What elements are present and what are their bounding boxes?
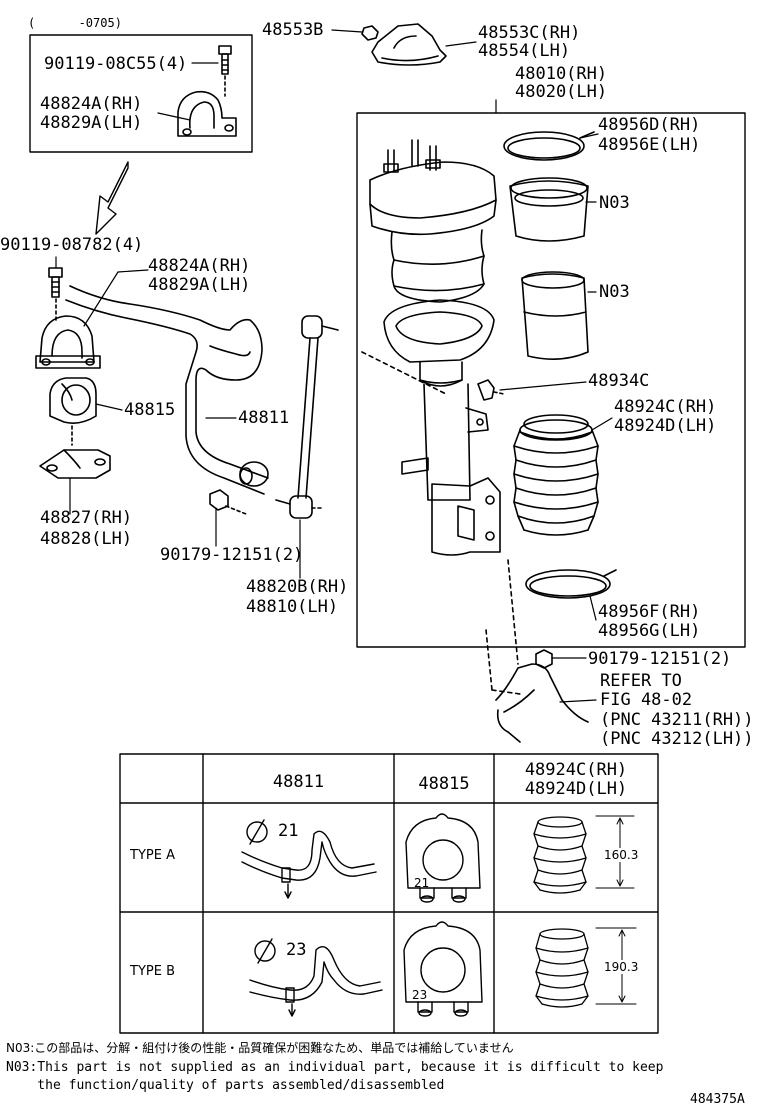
hose-clamp-icon xyxy=(525,569,617,599)
inset-box xyxy=(29,34,253,153)
callout-48924c: 48924C(RH) xyxy=(614,397,717,417)
bushing-size-type-b: 23 xyxy=(412,988,428,1002)
lower-bracket-icon xyxy=(39,449,111,479)
bushing-size-type-a: 21 xyxy=(414,876,430,890)
callout-48827: 48827(RH) xyxy=(40,508,133,528)
refer-line-2: FIG 48-02 xyxy=(600,690,693,710)
bellows-boot-icon xyxy=(535,927,637,1008)
stabilizer-bar-icon xyxy=(249,938,383,1017)
callout-90179-link: 90179-12151(2) xyxy=(160,545,304,565)
stabilizer-bar-icon xyxy=(241,819,377,899)
variant-table xyxy=(119,753,659,1034)
shock-absorber-icon xyxy=(369,139,501,556)
upper-support-icon xyxy=(371,23,447,66)
callout-48829a: 48829A(LH) xyxy=(148,275,251,295)
lower-arm-icon xyxy=(495,663,589,743)
nut-icon xyxy=(361,25,379,41)
stabilizer-bar-icon xyxy=(65,285,269,495)
bellows-boot-icon xyxy=(513,414,599,536)
callout-48956e: 48956E(LH) xyxy=(598,135,701,155)
table-header-48924d: 48924D(LH) xyxy=(524,779,628,799)
refer-line-3: (PNC 43211(RH)) xyxy=(600,710,754,730)
callout-48811: 48811 xyxy=(238,408,290,428)
row-label-type-a: TYPE A xyxy=(130,848,175,863)
bracket-icon xyxy=(177,90,237,137)
figure-id: 484375A xyxy=(690,1092,745,1107)
callout-48553c: 48553C(RH) xyxy=(478,23,581,43)
row-label-type-b: TYPE B xyxy=(130,964,175,979)
callout-48553b: 48553B xyxy=(262,20,324,40)
callout-n03-upper: N03 xyxy=(599,193,630,213)
production-date-note: ( -0705) xyxy=(28,16,122,30)
table-header-48811: 48811 xyxy=(272,772,325,792)
bolt-icon xyxy=(218,45,232,97)
table-header-48924c: 48924C(RH) xyxy=(524,760,628,780)
note-english-line-2: the function/quality of parts assembled/… xyxy=(6,1078,445,1093)
length-type-b: 190.3 xyxy=(604,960,639,974)
table-header-48815: 48815 xyxy=(418,774,470,794)
callout-48956g: 48956G(LH) xyxy=(598,621,701,641)
callout-48924d: 48924D(LH) xyxy=(614,416,717,436)
bushing-icon xyxy=(405,813,481,903)
diameter-type-a: 21 xyxy=(278,821,299,841)
refer-line-1: REFER TO xyxy=(600,671,682,691)
note-english-line-1: N03:This part is not supplied as an indi… xyxy=(6,1060,664,1075)
diameter-type-b: 23 xyxy=(286,940,307,960)
callout-48829a-inset: 48829A(LH) xyxy=(40,113,143,133)
strut-assembly-box xyxy=(356,112,746,648)
callout-48820b: 48820B(RH) xyxy=(246,577,349,597)
callout-48020: 48020(LH) xyxy=(515,82,608,102)
callout-48554: 48554(LH) xyxy=(478,41,571,61)
callout-90179-arm: 90179-12151(2) xyxy=(588,649,732,669)
dust-cover-icon xyxy=(509,177,589,242)
stabilizer-bracket-icon xyxy=(35,315,101,369)
callout-90119-08782: 90119-08782(4) xyxy=(0,235,144,255)
nut-icon xyxy=(209,489,247,515)
callout-48956d: 48956D(RH) xyxy=(598,115,701,135)
bushing-icon xyxy=(403,921,483,1017)
leader-lines xyxy=(55,29,613,703)
callout-48828: 48828(LH) xyxy=(40,529,133,549)
callout-48010: 48010(RH) xyxy=(515,64,608,84)
stabilizer-link-icon xyxy=(275,315,339,519)
callout-90119-08c55: 90119-08C55(4) xyxy=(44,54,188,74)
bushing-icon xyxy=(49,377,97,424)
callout-48956f: 48956F(RH) xyxy=(598,602,701,622)
hose-clamp-icon xyxy=(503,131,595,161)
callout-48934c: 48934C xyxy=(588,371,650,391)
refer-line-4: (PNC 43212(LH)) xyxy=(600,729,754,749)
clip-icon xyxy=(477,379,505,401)
callout-48824a: 48824A(RH) xyxy=(148,256,251,276)
bolt-icon xyxy=(48,267,63,323)
callout-48810: 48810(LH) xyxy=(246,597,339,617)
note-japanese: N03:この部品は、分解・組付け後の性能・品質確保が困難なため、単品では補給して… xyxy=(6,1041,514,1055)
dust-cover-icon xyxy=(521,271,589,360)
callout-48815: 48815 xyxy=(124,400,176,420)
length-type-a: 160.3 xyxy=(604,848,639,862)
callout-48824a-inset: 48824A(RH) xyxy=(40,94,143,114)
arrow-icon xyxy=(95,161,129,235)
callout-n03-lower: N03 xyxy=(599,282,630,302)
